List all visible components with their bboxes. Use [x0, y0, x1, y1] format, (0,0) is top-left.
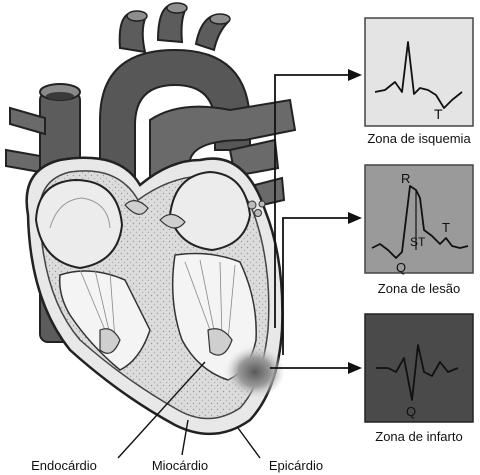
lesion-st-label: ST [410, 235, 426, 249]
infarct-label: Zona de infarto [375, 429, 462, 444]
ischemia-panel: T Zona de isquemia [365, 18, 473, 146]
lesion-t-label: T [442, 220, 450, 235]
lesion-r-label: R [401, 171, 410, 186]
myocardium-label: Miocárdio [152, 458, 208, 473]
lesion-q-label: Q [396, 260, 406, 275]
lesion-panel: R ST T Q Zona de lesão [365, 165, 473, 296]
connector-arrowheads [348, 69, 362, 374]
infarct-panel: Q Zona de infarto [365, 314, 473, 444]
infarct-region [225, 346, 285, 398]
ischemia-label: Zona de isquemia [367, 131, 471, 146]
ischemia-t-label: T [434, 106, 443, 122]
lesion-label: Zona de lesão [378, 281, 460, 296]
epicardium-label: Epicárdio [269, 458, 323, 473]
left-atrium [170, 172, 250, 250]
endocardium-label: Endocárdio [31, 458, 97, 473]
heart-illustration [6, 3, 295, 434]
infarct-q-label: Q [406, 404, 416, 419]
